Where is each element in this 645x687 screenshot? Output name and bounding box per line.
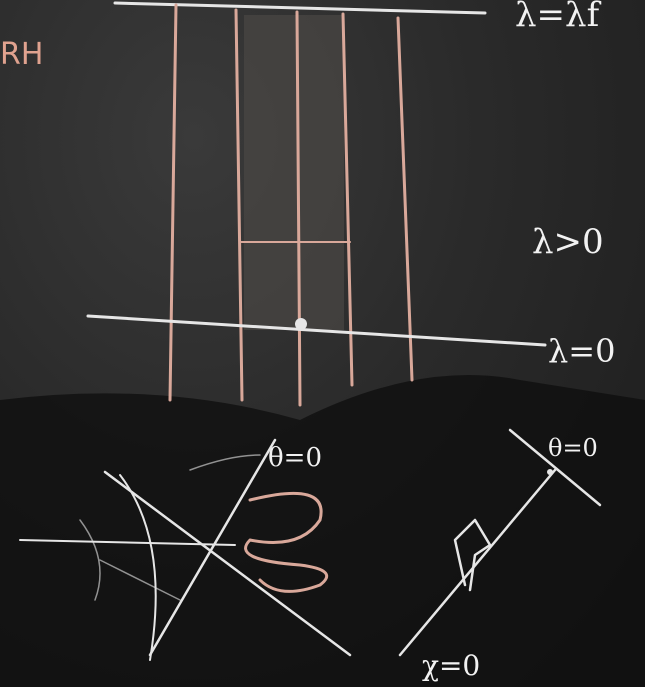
chi-zero-label: χ=0 xyxy=(422,652,480,680)
vertical-line-2 xyxy=(236,10,242,400)
theta-zero-left-label: θ=0 xyxy=(268,445,322,471)
theta-zero-right-label: θ=0 xyxy=(548,436,598,460)
lambda-top-label: λ=λf xyxy=(515,0,599,32)
lambda-zero-point xyxy=(295,318,307,330)
vertical-line-4 xyxy=(343,14,352,385)
vertical-line-5 xyxy=(398,18,412,380)
vertical-line-1 xyxy=(170,5,176,400)
right-intersection-point xyxy=(547,469,553,475)
rh-label: RH xyxy=(0,40,43,70)
lambda-zero-label: λ=0 xyxy=(548,335,615,367)
shaded-column xyxy=(244,15,344,330)
lambda-positive-label: λ>0 xyxy=(532,225,604,259)
dark-shadow-region xyxy=(0,375,645,687)
top-horizontal-line xyxy=(115,3,485,13)
